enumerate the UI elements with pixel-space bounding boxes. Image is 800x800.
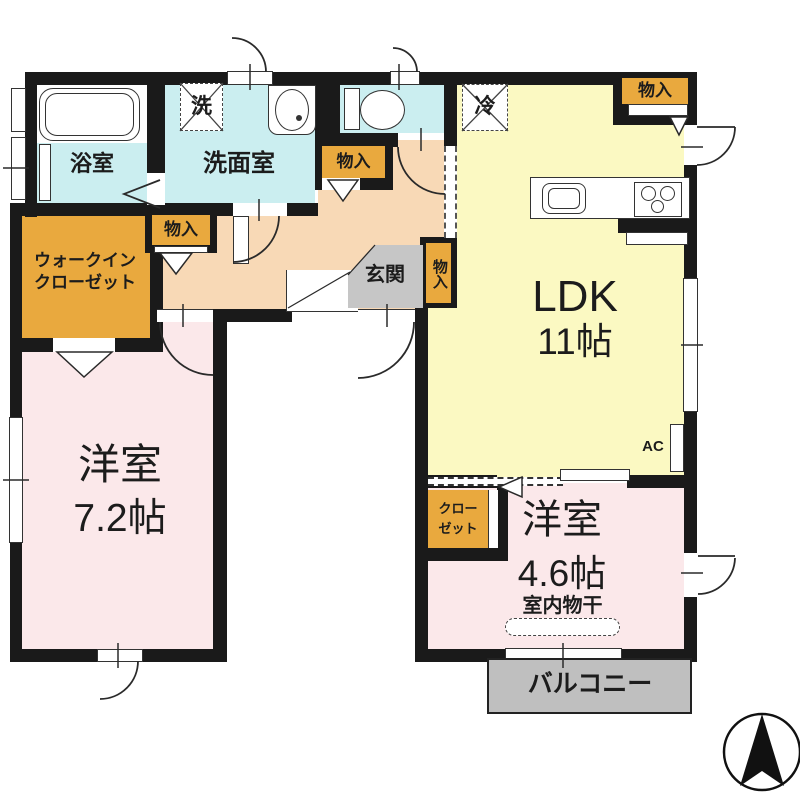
wall — [213, 309, 292, 322]
walkin-closet-floor — [19, 216, 150, 338]
wall — [10, 203, 165, 216]
wall — [213, 310, 227, 662]
wall — [497, 483, 508, 548]
room72-label: 洋室 — [77, 440, 162, 488]
window-bath-left-upper — [11, 88, 26, 132]
partition-dashed — [428, 477, 563, 486]
window-swing-arc — [392, 47, 418, 73]
stove-burner — [660, 186, 675, 201]
wall — [147, 72, 165, 173]
window-room72-left — [9, 417, 23, 543]
storage-left-shelf — [154, 246, 208, 253]
door-gap-room46 — [684, 553, 698, 597]
door-gap-room72 — [157, 309, 213, 322]
toilet-bowl — [360, 90, 405, 130]
washstand-faucet — [296, 115, 302, 121]
balcony-label: バルコニー — [527, 669, 653, 698]
wall — [25, 72, 37, 217]
closet-room46-shelf — [488, 490, 498, 548]
wall — [25, 72, 227, 85]
laundry-label: 洗 — [191, 94, 212, 118]
room46-size: 4.6帖 — [517, 552, 607, 594]
indoor-drying-rail — [505, 618, 620, 636]
storage-left-label: 物入 — [164, 220, 198, 240]
wall — [142, 649, 227, 662]
indoor-drying-label: 室内物干 — [522, 594, 603, 617]
sliding-door-ldk-room46 — [560, 469, 630, 481]
storage-under-toilet-gap — [322, 178, 360, 190]
wall — [684, 597, 697, 662]
genkan-label: 玄関 — [365, 263, 405, 286]
washstand-basin — [275, 89, 309, 131]
wall — [415, 548, 508, 561]
room-ldk-floor-ext — [428, 308, 457, 480]
balcony — [487, 658, 692, 714]
storage-genkan-label: 物入 — [430, 259, 448, 289]
door-arc-entrance — [357, 321, 415, 379]
window-swing-arc — [231, 37, 267, 73]
washroom-label: 洗面室 — [203, 150, 275, 178]
door-arc-room46 — [697, 555, 736, 595]
door-gap-entrance — [358, 309, 415, 322]
ldk-size: 11帖 — [537, 320, 613, 362]
wall — [10, 649, 97, 662]
fridge-label: 冷 — [474, 94, 496, 118]
door-gap-kitchen — [684, 125, 698, 165]
bath-counter — [39, 144, 51, 201]
door-leaf-room72-south — [97, 649, 143, 662]
opening-hall-to-ldk — [444, 146, 457, 238]
kitchen-cabinet-wall — [618, 219, 690, 233]
room-ldk-floor — [457, 85, 684, 480]
bath-label: 浴室 — [69, 151, 114, 177]
storage-top-right — [622, 78, 688, 104]
storage-topright-label: 物入 — [638, 81, 672, 101]
closet46-label-line2: ゼット — [438, 521, 478, 537]
window-toilet-top — [390, 71, 420, 85]
north-compass-icon — [722, 712, 800, 792]
ac-label: AC — [642, 438, 664, 456]
window-bath-left-lower — [11, 137, 26, 200]
wall — [444, 72, 457, 147]
wic-label-line1: ウォークイン — [34, 251, 136, 271]
room72-size: 7.2帖 — [73, 496, 167, 540]
kitchen-sink-inner — [548, 188, 580, 209]
window-washroom-top — [227, 71, 273, 85]
door-gap-wic — [53, 338, 115, 352]
wall — [415, 649, 505, 662]
bathtub-inner — [45, 93, 134, 136]
door-leaf-washroom — [233, 216, 249, 264]
wall — [684, 412, 697, 553]
closet46-label-line1: クロー — [438, 501, 478, 517]
stove-burner — [641, 186, 656, 201]
toilet-tank — [344, 88, 360, 130]
storage-top-right-shelf — [628, 104, 688, 116]
storage-toilet-label: 物入 — [336, 152, 371, 172]
stove-burner — [651, 200, 664, 213]
door-arc-room72-south — [99, 660, 139, 700]
kitchen-lower-cabinet — [626, 232, 688, 245]
wall — [115, 338, 163, 352]
door-arc-kitchen — [696, 126, 736, 166]
storage-left — [152, 215, 210, 245]
ldk-label: LDK — [532, 271, 618, 321]
ac-unit — [670, 424, 684, 472]
wall — [287, 203, 318, 216]
entrance-step — [286, 270, 358, 312]
storage-under-toilet — [322, 146, 385, 178]
wall — [627, 475, 687, 488]
wall — [10, 338, 53, 352]
window-ldk-right — [683, 278, 698, 412]
closet-room46-box — [428, 490, 488, 548]
wic-label-line2: クローゼット — [34, 273, 136, 293]
storage-genkan — [426, 243, 451, 303]
room46-label: 洋室 — [522, 498, 602, 542]
